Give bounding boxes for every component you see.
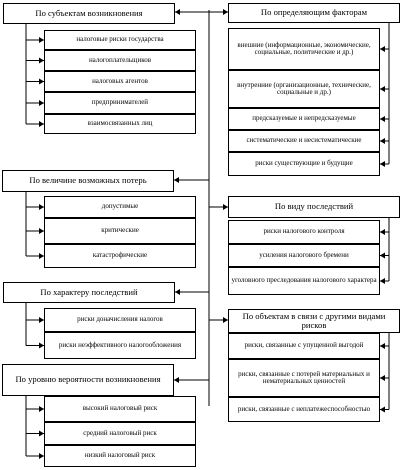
item-low-risk: низкий налоговый риск (44, 445, 196, 467)
trunk-arrow (175, 289, 180, 295)
branch-arrow (39, 37, 44, 43)
branch-arrow (380, 375, 385, 381)
item-related-persons: взаимосвязанных лиц (44, 114, 196, 134)
branch-arrow (39, 78, 44, 85)
item-internal: внутренние (организационные, технические… (228, 70, 380, 108)
item-high-risk: высокий налоговый риск (44, 396, 196, 422)
item-medium-risk: средний налоговый риск (44, 422, 196, 445)
branch-arrow (39, 57, 44, 64)
branch-arrow (380, 252, 385, 259)
item-predictable: предсказуемые и непредсказуемые (228, 108, 380, 130)
trunk-arrow (223, 204, 228, 210)
item-critical: критические (44, 218, 196, 244)
branch-arrow (39, 317, 44, 323)
branch-arrow (380, 229, 385, 235)
branch-arrow (380, 343, 385, 349)
item-external: внешние (информационные, экономические, … (228, 28, 380, 70)
trunk-arrow (174, 377, 179, 383)
branch-arrow (380, 116, 385, 122)
item-existing-future: риски существующие и будущие (228, 152, 380, 176)
branch-arrow (39, 406, 44, 412)
branch-arrow (39, 342, 44, 349)
branch-arrow (380, 138, 385, 144)
branch-arrow (39, 453, 44, 459)
item-taxpayers: налогоплательщиков (44, 50, 196, 71)
item-acceptable: допустимые (44, 196, 196, 218)
branch-arrow (380, 278, 385, 284)
item-insolvency: риски, связанные с неплатежеспособностью (228, 397, 380, 422)
branch-arrow (39, 204, 44, 210)
branch-arrow (39, 228, 44, 234)
item-tax-burden-increase: усиления налогового бремени (228, 244, 380, 267)
item-asset-loss: риски, связанные с потерей материальных … (228, 359, 380, 397)
item-additional-tax-risks: риски доначисления налогов (44, 308, 196, 332)
header-by-subjects: По субъектам возникновения (3, 3, 175, 24)
branch-arrow (380, 161, 385, 167)
item-tax-risks-state: налоговые риски государства (44, 30, 196, 50)
header-by-loss-size: По величине возможных потерь (2, 170, 174, 192)
branch-arrow (380, 46, 385, 52)
branch-arrow (380, 86, 385, 92)
branch-arrow (39, 253, 44, 259)
item-tax-control-risks: риски налогового контроля (228, 220, 380, 244)
trunk-arrow (174, 177, 179, 183)
branch-arrow (39, 430, 44, 437)
branch-arrow (39, 100, 44, 106)
trunk-arrow (223, 317, 228, 323)
header-by-consequence-nature: По характеру последствий (3, 282, 175, 303)
item-entrepreneurs: предпринимателей (44, 92, 196, 114)
trunk-arrow (223, 9, 228, 15)
branch-arrow (380, 406, 385, 413)
header-by-objects: По объектам в связи с другими видами рис… (228, 309, 400, 333)
item-systematic: систематические и несистематические (228, 130, 380, 152)
header-by-probability: По уровню вероятности возникновения (2, 364, 174, 396)
item-tax-agents: налоговых агентов (44, 71, 196, 92)
trunk-arrow (175, 9, 180, 15)
item-inefficient-taxation-risks: риски неэффективного налогообложения (44, 332, 196, 359)
item-lost-profit: риски, связанные с упущенной выгодой (228, 333, 380, 359)
header-by-consequence-type: По виду последствий (228, 196, 400, 218)
item-criminal-prosecution: уголовного преследования налогового хара… (228, 267, 380, 295)
branch-arrow (39, 121, 44, 127)
header-by-determining-factors: По определяющим факторам (228, 3, 400, 23)
item-catastrophic: катастрофические (44, 244, 196, 268)
